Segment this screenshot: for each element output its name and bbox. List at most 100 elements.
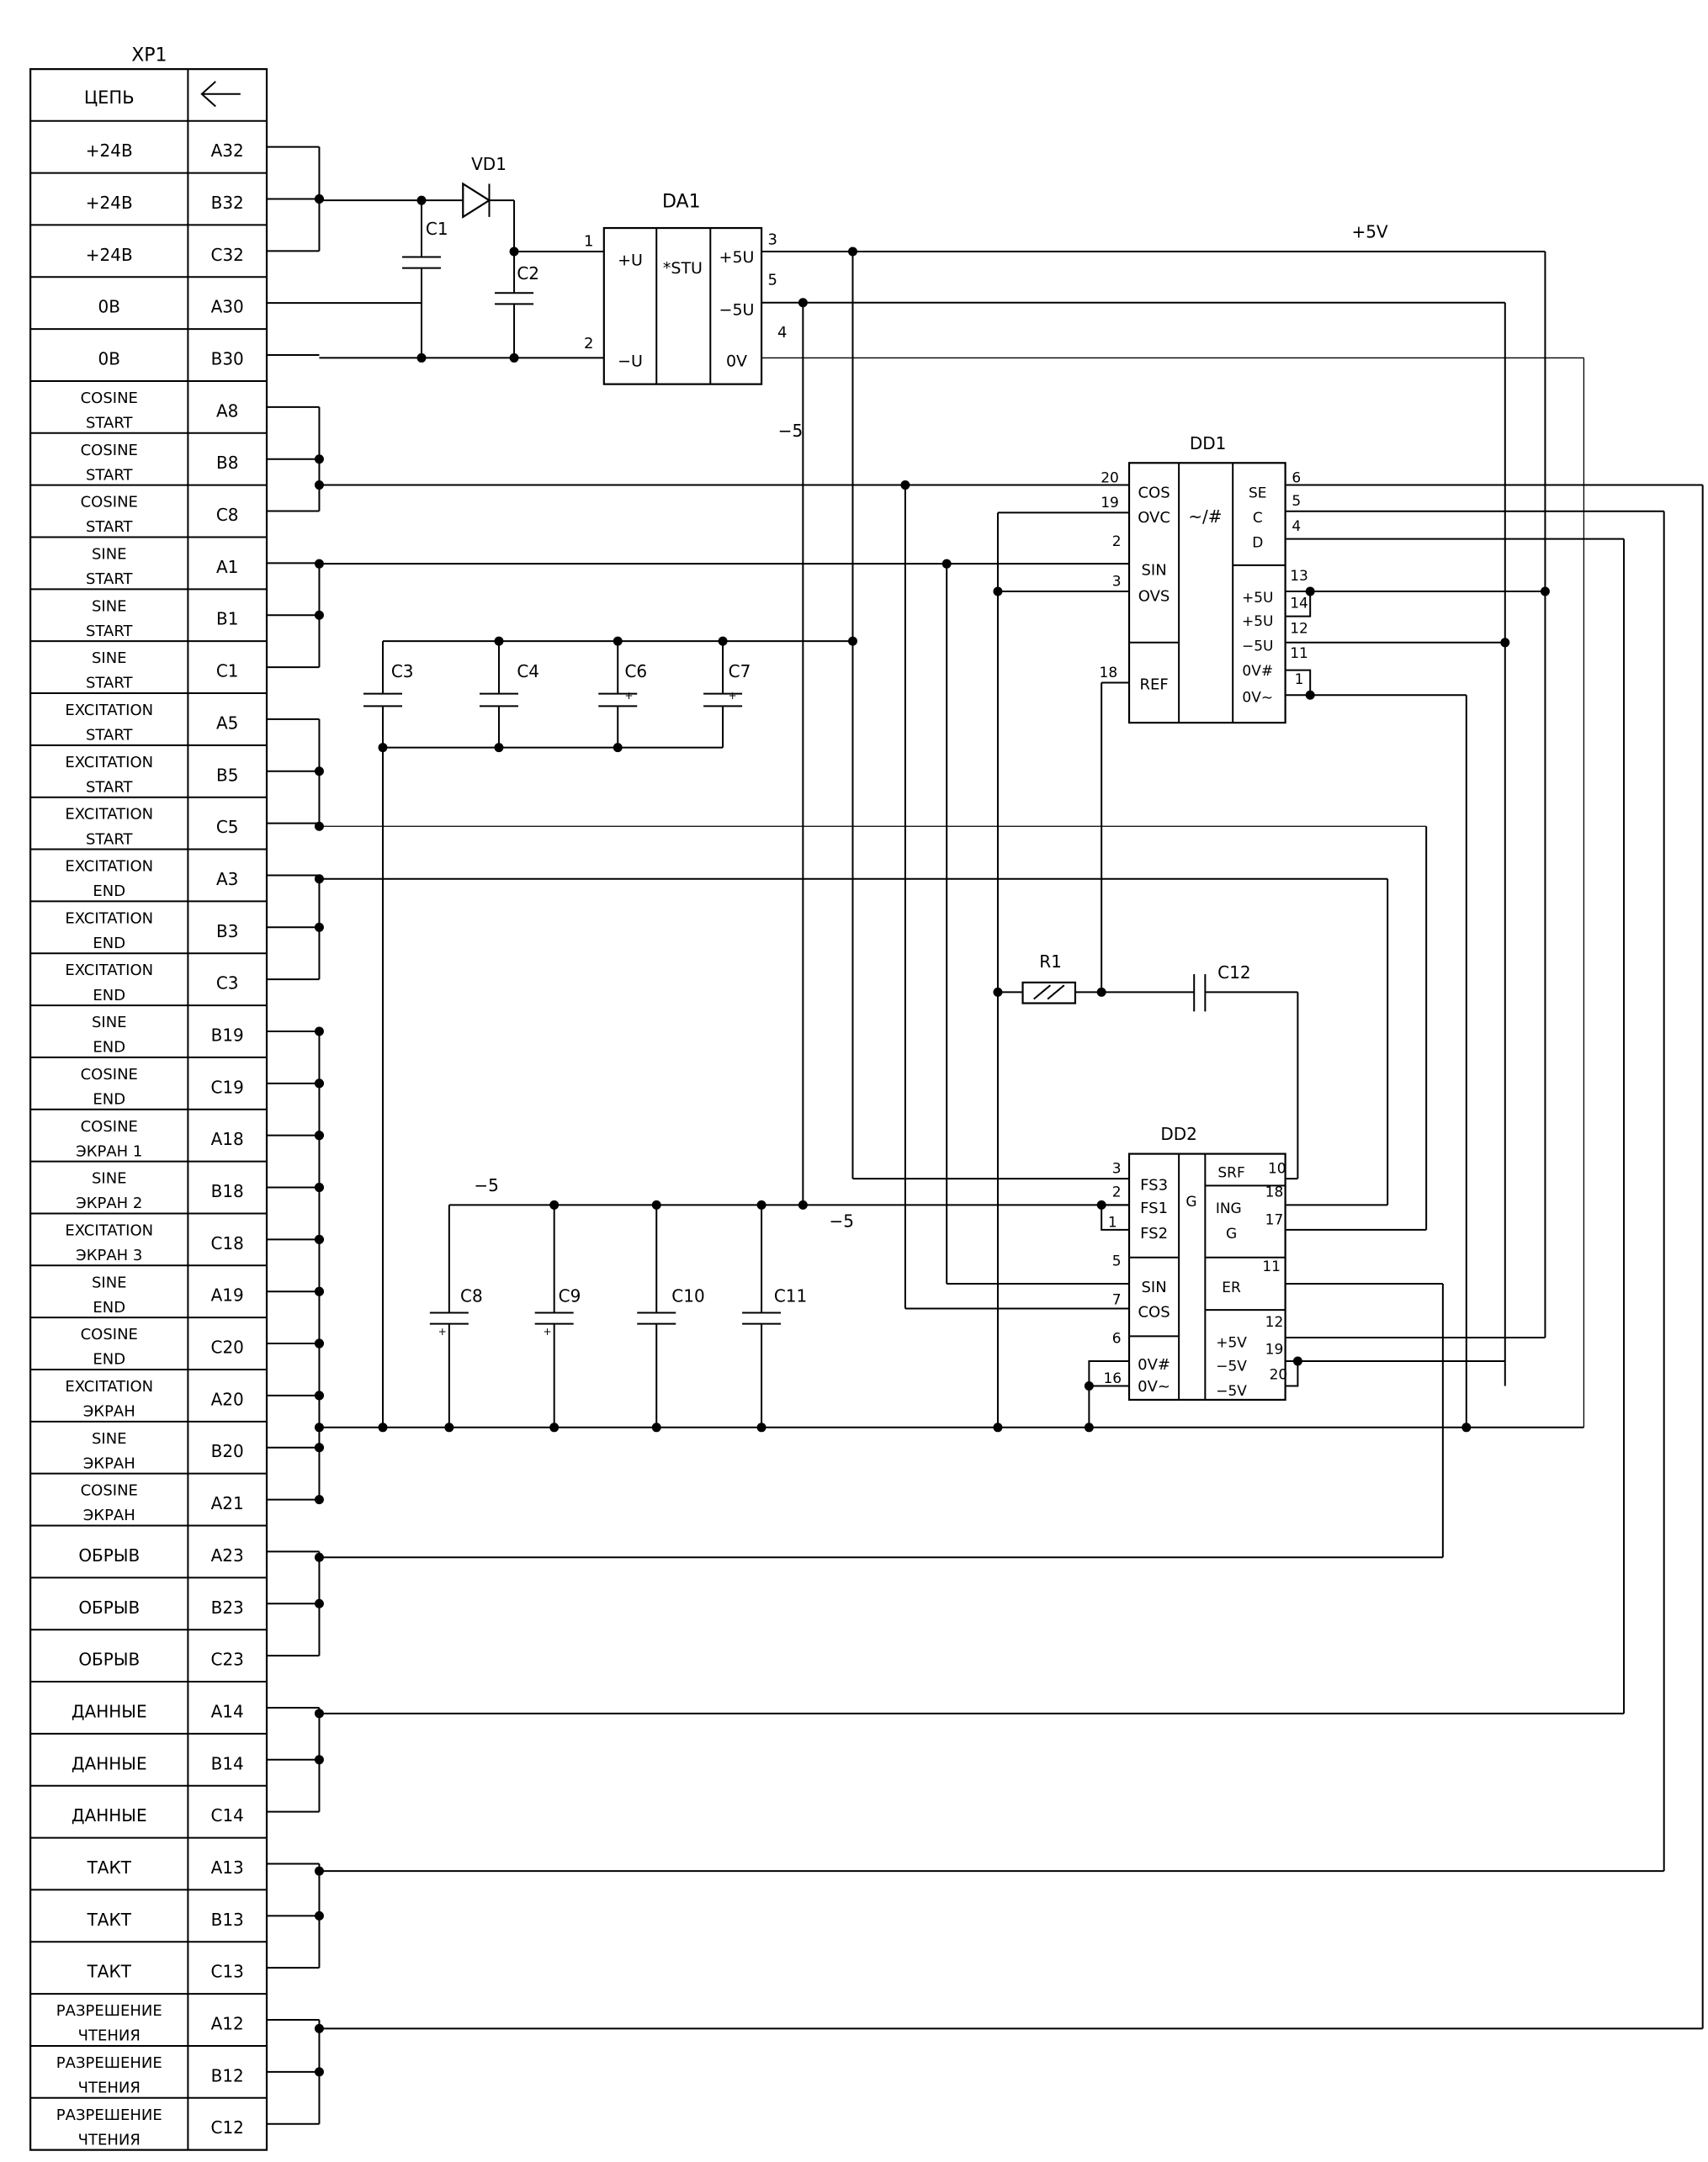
da1-pin-out-minus5: −5U <box>719 301 755 320</box>
connector-pin-name: A14 <box>211 1701 244 1721</box>
connector-pin-name: B18 <box>211 1181 244 1201</box>
connector-pin-name: A30 <box>211 297 244 317</box>
connector-pin-name: A32 <box>211 140 244 161</box>
junction-dot <box>314 610 324 620</box>
dd1-pin-number: 20 <box>1101 469 1119 486</box>
connector-pin-name: B32 <box>211 193 244 213</box>
junction-dot <box>1305 690 1315 700</box>
connector-name: XP1 <box>131 45 167 66</box>
dd1-pin-number: 4 <box>1292 518 1301 535</box>
junction-dot <box>416 352 427 363</box>
dd2-pin-label: ER <box>1222 1280 1241 1296</box>
junction-dot <box>1305 586 1315 596</box>
dd2-box <box>1127 1153 1286 1402</box>
junction-dot <box>1500 638 1510 648</box>
connector-circuit-name: START <box>86 466 134 484</box>
dd1-pin-label: REF <box>1139 676 1168 694</box>
junction-dot <box>314 1755 324 1765</box>
connector-pin-name: B5 <box>216 765 238 785</box>
junction-dot <box>1292 1356 1302 1366</box>
junction-dot <box>444 1423 454 1433</box>
dd2-pin-number: 12 <box>1265 1314 1284 1331</box>
connector-circuit-name: ТАКТ <box>87 1857 132 1878</box>
connector-xp1 <box>29 68 268 2151</box>
connector-circuit-name: ЭКРАН <box>83 1507 135 1524</box>
junction-dot <box>378 1423 388 1433</box>
connector-pin-name: A23 <box>211 1545 244 1566</box>
polarity-plus: + <box>544 1326 552 1338</box>
junction-dot <box>1096 987 1106 997</box>
connector-circuit-name: EXCITATION <box>65 806 153 824</box>
dd1-pin-label: +5U <box>1242 613 1274 630</box>
r1-resistor-icon <box>1033 984 1052 1000</box>
da1-pin-in-plus: +U <box>618 251 643 269</box>
da1-pin-number: 4 <box>777 324 787 342</box>
connector-circuit-name: ОБРЫВ <box>78 1650 140 1670</box>
dd1-pin-number: 13 <box>1290 568 1308 585</box>
junction-dot <box>314 1338 324 1349</box>
dd2-pin-number: 10 <box>1268 1161 1286 1178</box>
c9-ref: C9 <box>559 1285 581 1306</box>
connector-pin-name: A19 <box>211 1285 244 1306</box>
da1-box <box>602 226 763 385</box>
junction-dot <box>847 246 857 257</box>
connector-circuit-name: ЭКРАН 1 <box>76 1142 142 1160</box>
connector-pin-name: C3 <box>216 973 239 994</box>
dd2-pin-number: 5 <box>1112 1253 1122 1270</box>
c6-ref: C6 <box>624 661 647 681</box>
junction-dot <box>494 636 504 646</box>
net-label-minus5: −5 <box>474 1175 498 1195</box>
c11-ref: C11 <box>774 1285 807 1306</box>
wires <box>267 146 1704 2125</box>
dd2-pin-number: 11 <box>1262 1259 1281 1275</box>
arrow-icon <box>200 81 216 108</box>
connector-circuit-name: SINE <box>92 1170 127 1188</box>
polarity-plus: + <box>729 690 737 702</box>
c7-ref: C7 <box>729 661 751 681</box>
dd1-pin-number: 2 <box>1112 533 1122 550</box>
connector-pin-name: C1 <box>216 661 239 681</box>
junction-dot <box>549 1200 560 1210</box>
connector-pin-name: B14 <box>211 1753 244 1773</box>
junction-dot <box>314 1234 324 1244</box>
c2-ref: C2 <box>517 263 539 283</box>
junction-dot <box>718 636 728 646</box>
dd2-pin-number: 6 <box>1112 1331 1122 1348</box>
dd1-pin-label: D <box>1252 534 1263 551</box>
dd1-pin-label: 0V~ <box>1242 689 1273 706</box>
connector-circuit-name: SINE <box>92 1274 127 1291</box>
connector-pin-name: C19 <box>210 1077 243 1097</box>
connector-pin-name: B20 <box>211 1441 244 1461</box>
connector-circuit-name: END <box>93 1090 125 1108</box>
dd1-pin-number: 6 <box>1292 469 1301 486</box>
dd1-pin-label: COS <box>1138 484 1170 501</box>
connector-circuit-name: +24В <box>86 140 133 161</box>
connector-circuit-name: +24В <box>86 245 133 265</box>
dd1-pin-number: 12 <box>1290 620 1308 637</box>
connector-circuit-name: ЭКРАН <box>83 1403 135 1421</box>
dd1-core-label: ~/# <box>1188 506 1222 527</box>
connector-circuit-name: START <box>86 830 134 848</box>
junction-dot <box>993 987 1003 997</box>
connector-circuit-name: END <box>93 935 125 952</box>
dd2-core-label: G <box>1186 1194 1196 1211</box>
connector-circuit-name: ОБРЫВ <box>78 1598 140 1618</box>
dd2-pin-number: 1 <box>1108 1215 1117 1232</box>
junction-dot <box>1540 586 1550 596</box>
r1-resistor-icon <box>1047 984 1065 1000</box>
connector-circuit-name: END <box>93 1299 125 1317</box>
dd2-pin-label: ING <box>1216 1200 1242 1217</box>
junction-dot <box>1096 1200 1106 1210</box>
net-label-minus5: −5 <box>778 421 803 441</box>
da1-pin-out-0: 0V <box>726 352 747 370</box>
connector-pin-name: C32 <box>210 245 243 265</box>
connector-circuit-name: EXCITATION <box>65 702 153 719</box>
dd2-pin-label: SRF <box>1217 1164 1244 1181</box>
wire <box>1088 1359 1130 1428</box>
dd2-pin-number: 19 <box>1265 1342 1284 1359</box>
connector-circuit-name: ЧТЕНИЯ <box>78 2027 141 2045</box>
connector-circuit-name: START <box>86 570 134 588</box>
connector-circuit-name: РАЗРЕШЕНИЕ <box>56 2002 162 2020</box>
dd2-pin-label: FS2 <box>1140 1225 1168 1243</box>
